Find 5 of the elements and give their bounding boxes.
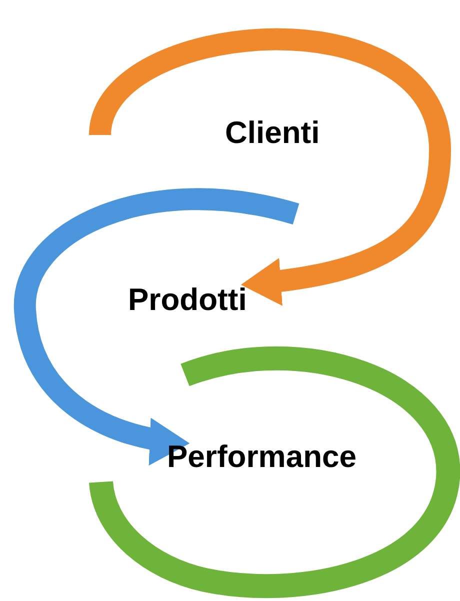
cycle-label: Performance [167,440,357,474]
cycle-label: Prodotti [128,283,247,318]
curved-arrow [89,28,451,306]
curved-arrow [14,188,299,464]
cycle-label: Clienti [225,116,320,150]
